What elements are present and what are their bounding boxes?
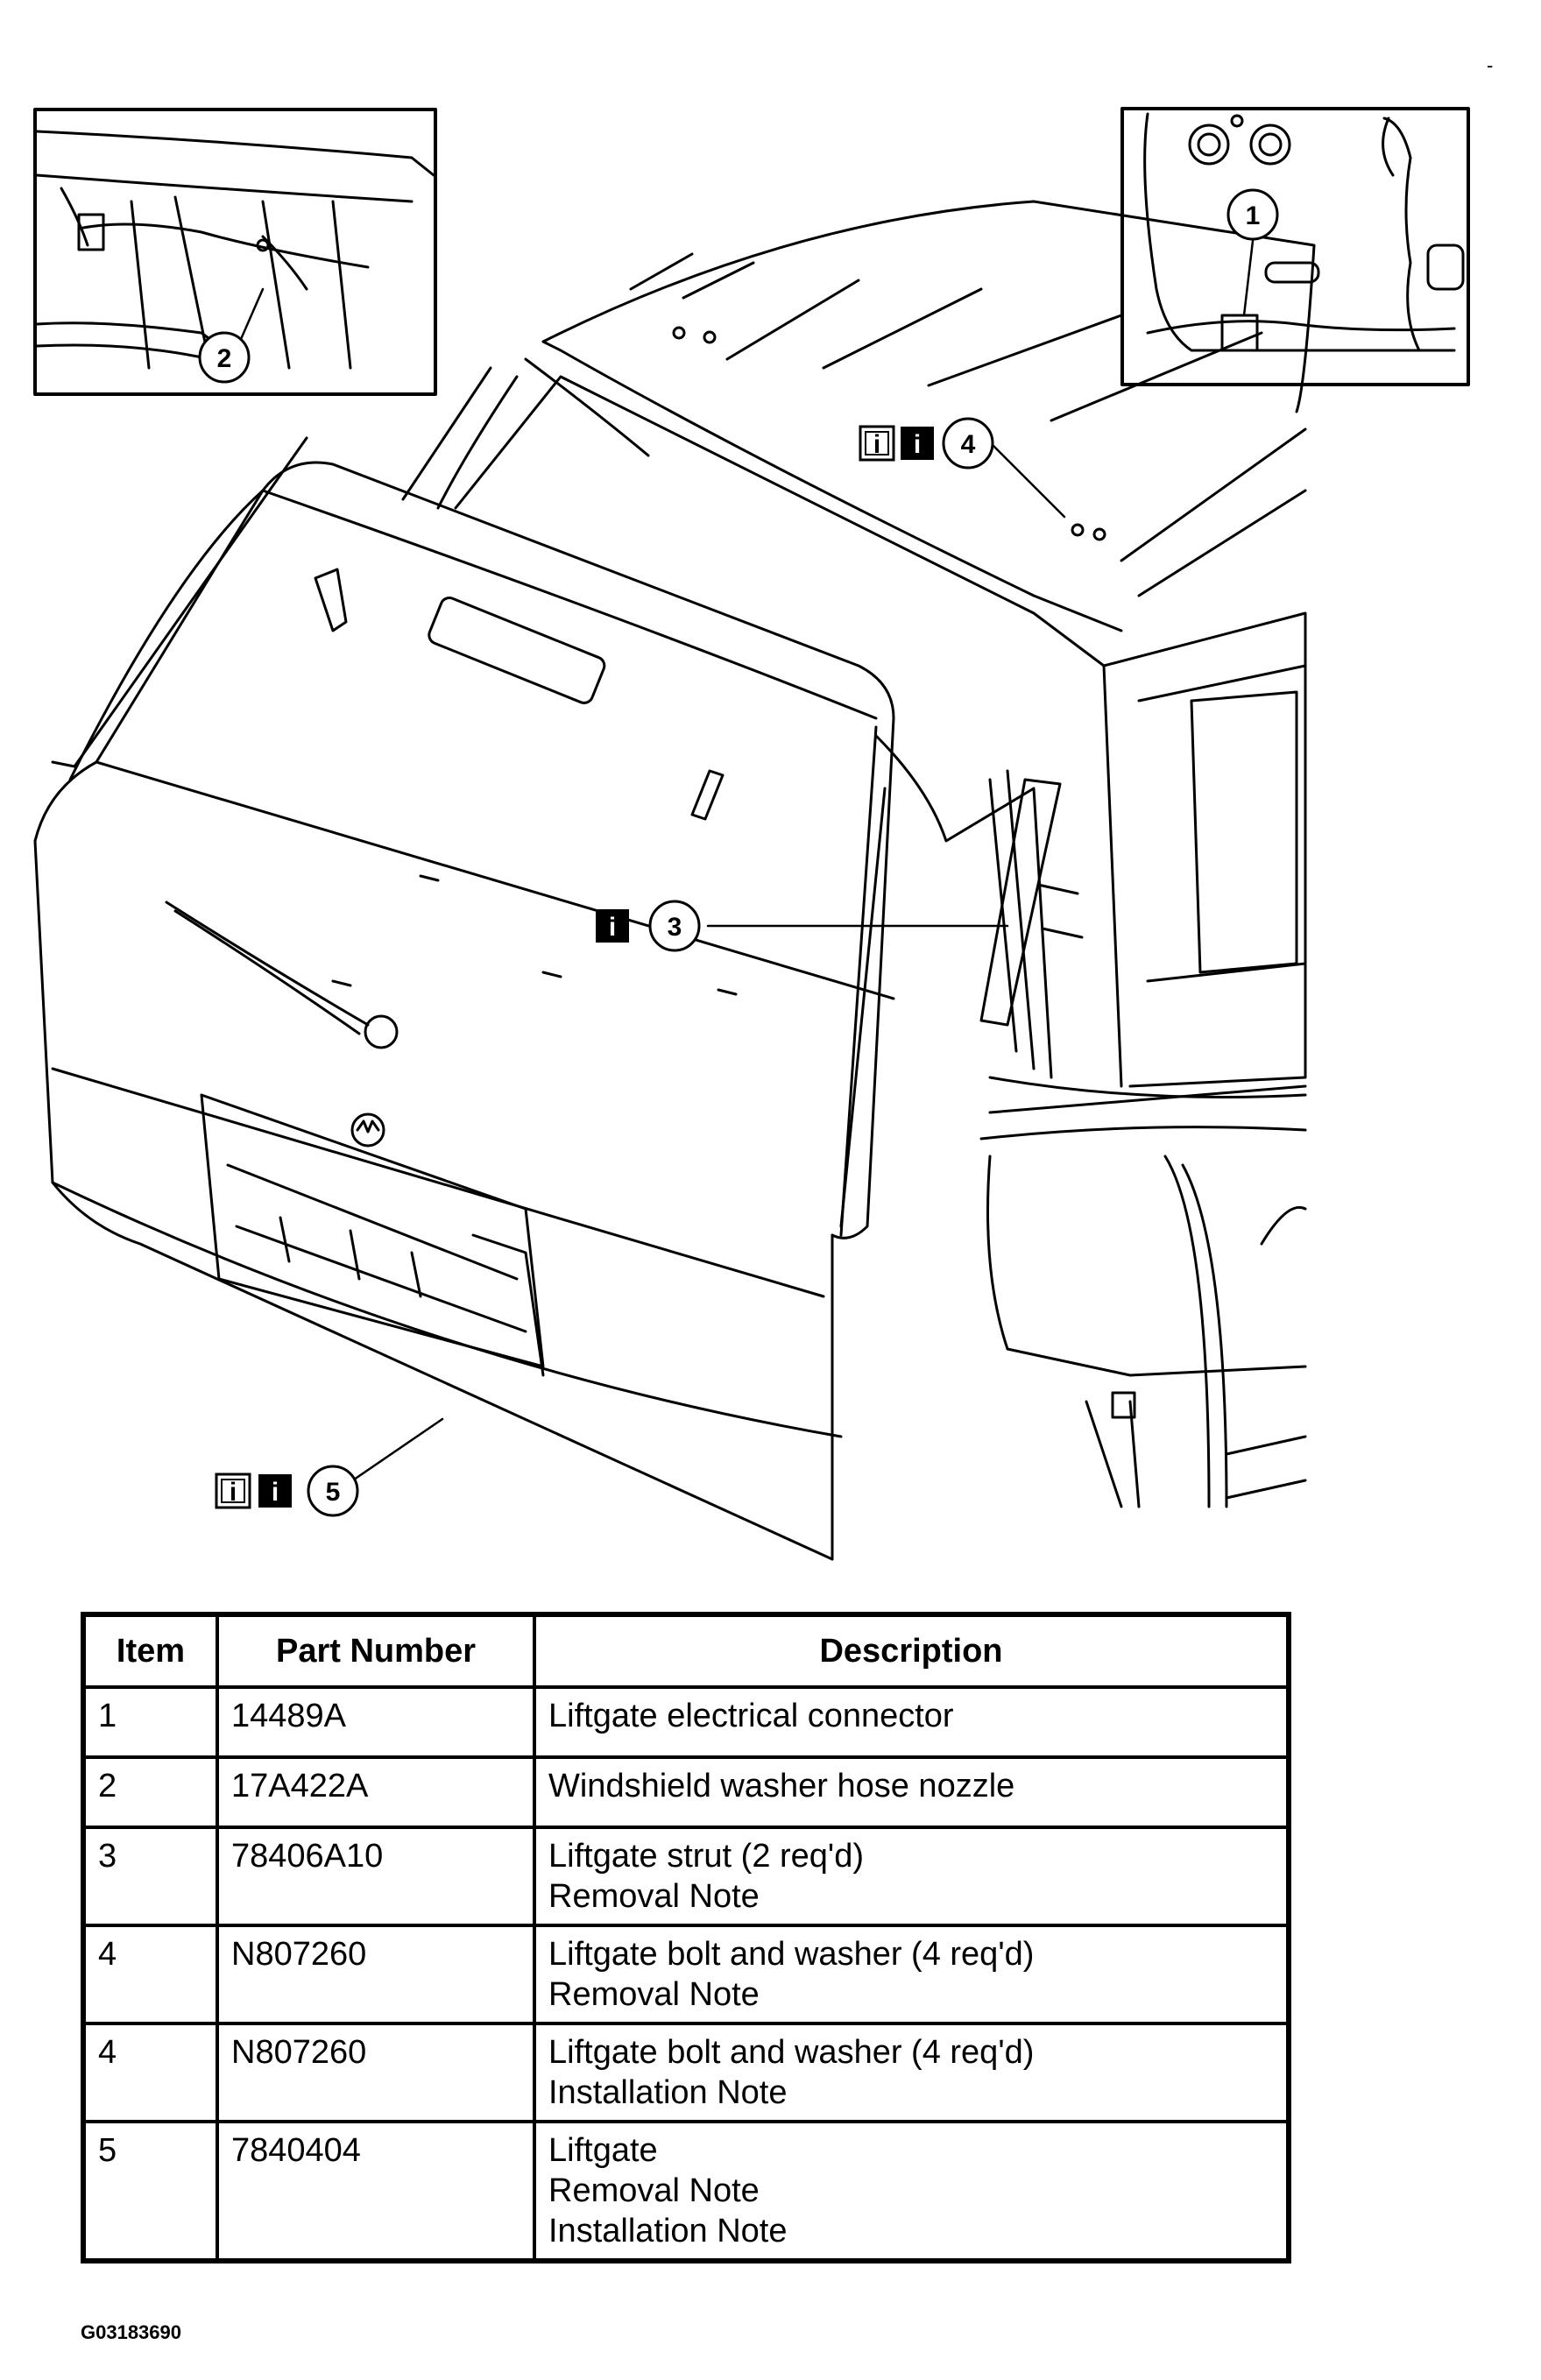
svg-text:2: 2	[217, 344, 232, 373]
cell-description: Liftgate bolt and washer (4 req'd)Instal…	[533, 2022, 1290, 2123]
cell-item: 4	[81, 1924, 219, 2025]
inset-washer-nozzle	[33, 108, 437, 396]
cell-item: 1	[81, 1685, 219, 1759]
cell-part-number: N807260	[216, 1924, 536, 2025]
cell-description: Liftgate strut (2 req'd)Removal Note	[533, 1826, 1290, 1927]
cell-description: Liftgate bolt and washer (4 req'd)Remova…	[533, 1924, 1290, 2025]
svg-text:i: i	[873, 430, 880, 459]
cell-description: Windshield washer hose nozzle	[533, 1755, 1290, 1829]
svg-text:i: i	[230, 1478, 237, 1507]
description-line: Liftgate bolt and washer (4 req'd)	[548, 1936, 1035, 1973]
cell-item: 4	[81, 2022, 219, 2123]
description-line: Removal Note	[548, 1878, 760, 1915]
description-line: Liftgate electrical connector	[548, 1698, 954, 1734]
liftgate-panel	[33, 436, 895, 1561]
description-line: Liftgate	[548, 2132, 658, 2169]
svg-text:i: i	[609, 913, 616, 942]
description-line: Removal Note	[548, 2172, 760, 2209]
cell-item: 2	[81, 1755, 219, 1829]
cell-description: Liftgate electrical connector	[533, 1685, 1290, 1759]
svg-text:5: 5	[326, 1478, 341, 1507]
cell-part-number: 17A422A	[216, 1755, 536, 1829]
svg-text:i: i	[272, 1478, 279, 1507]
header-item: Item	[81, 1613, 219, 1689]
cell-item: 3	[81, 1826, 219, 1927]
cell-part-number: 78406A10	[216, 1826, 536, 1927]
callout-3: i 3	[596, 900, 701, 952]
callout-4: i i 4	[859, 417, 994, 470]
cell-part-number: 7840404	[216, 2120, 536, 2263]
cell-part-number: 14489A	[216, 1685, 536, 1759]
svg-text:1: 1	[1246, 201, 1261, 230]
description-line: Windshield washer hose nozzle	[548, 1768, 1015, 1804]
cell-part-number: N807260	[216, 2022, 536, 2123]
callout-5: i i 5	[215, 1465, 359, 1517]
leader-lines	[230, 239, 1255, 1491]
callout-1: 1	[1226, 188, 1279, 241]
table-header-row: Item Part Number Description	[81, 1613, 1290, 1689]
description-line: Removal Note	[548, 1976, 760, 2013]
description-line: Liftgate strut (2 req'd)	[548, 1838, 864, 1875]
inset-electrical-connector	[1120, 107, 1470, 386]
vehicle-roof	[524, 200, 1316, 632]
svg-text:4: 4	[961, 430, 976, 459]
svg-text:i: i	[914, 430, 921, 459]
liftgate-opening-frame	[401, 366, 1307, 1098]
vehicle-rear-quarter	[979, 1084, 1307, 1508]
description-line: Liftgate bolt and washer (4 req'd)	[548, 2034, 1035, 2071]
description-line: Installation Note	[548, 2213, 788, 2249]
liftgate-strut	[979, 778, 1084, 1027]
cell-item: 5	[81, 2120, 219, 2263]
figure-code: G03183690	[81, 2321, 181, 2343]
callout-2: 2	[198, 331, 251, 384]
svg-text:3: 3	[668, 913, 682, 942]
liftgate-bolts	[672, 326, 1106, 541]
corner-mark: -	[1487, 54, 1494, 76]
header-description: Description	[533, 1613, 1290, 1689]
header-part-number: Part Number	[216, 1613, 536, 1689]
description-line: Installation Note	[548, 2074, 788, 2111]
liftgate-exploded-diagram: 1 2 i i 4 i 3 i i 5	[33, 107, 1470, 1561]
